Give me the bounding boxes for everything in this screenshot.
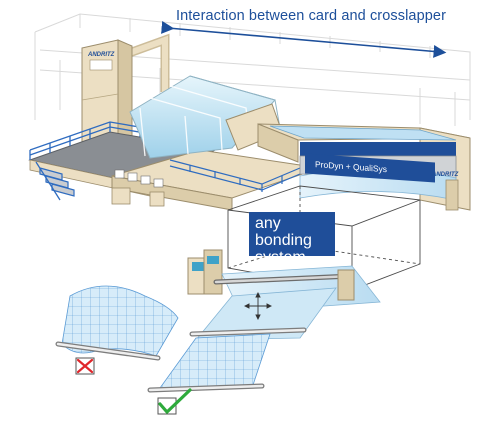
top-arrow [161, 21, 447, 58]
green-check-icon [157, 388, 192, 415]
crosslapper-brand-label: ANDRITZ [432, 172, 459, 178]
bonding-system-label: any bonding system [249, 212, 335, 266]
tower-brand-label: ANDRITZ [88, 52, 115, 58]
crosslapper-badge-text: ProDyn + QualiSys [315, 159, 388, 175]
card-machine [111, 75, 321, 211]
card-railing [169, 159, 301, 192]
bonding-line-2: system [255, 249, 306, 266]
uniform-web-sample [147, 333, 271, 393]
bonding-line-1: any bonding [255, 215, 312, 249]
interaction-label: Interaction between card and crosslapper [176, 8, 446, 24]
distorted-web-sample [55, 285, 179, 361]
red-cross-icon [75, 357, 95, 375]
winder-unit [187, 249, 381, 341]
